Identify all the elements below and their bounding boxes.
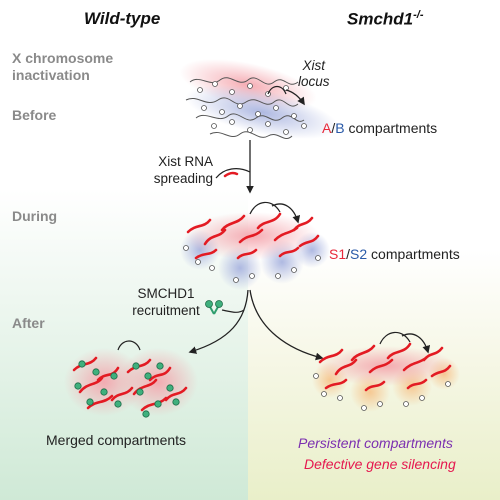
wild-type-header: Wild-type bbox=[84, 9, 161, 28]
xist-rna-coating bbox=[72, 356, 188, 412]
smchd1-dimer-icon bbox=[205, 300, 223, 315]
s1-compartment-label: S1 bbox=[329, 246, 347, 262]
persistent-compartments-label: Persistent compartments bbox=[298, 435, 453, 451]
stage-label-xci: X chromosome inactivation bbox=[12, 50, 113, 84]
smchd1-connector bbox=[221, 309, 245, 313]
merged-loop bbox=[117, 340, 141, 351]
ab-compartments-text: compartments bbox=[344, 120, 438, 136]
xist-locus-label: Xist locus bbox=[298, 58, 330, 90]
b-compartment-halo bbox=[185, 85, 339, 139]
stage-label-xci-line2: inactivation bbox=[12, 67, 90, 83]
persistent-loop-arrow bbox=[401, 333, 431, 354]
smchd1-recruitment-label: SMCHD1 recruitment bbox=[126, 285, 206, 319]
xist-locus-label-line1: Xist bbox=[302, 58, 326, 73]
stage-label-xci-line1: X chromosome bbox=[12, 50, 114, 66]
s-compartments-text: compartments bbox=[367, 246, 460, 262]
arrow-to-mutant bbox=[249, 289, 324, 361]
defective-gene-silencing-label: Defective gene silencing bbox=[304, 456, 456, 472]
persistent-loop bbox=[379, 331, 411, 345]
ab-separator: / bbox=[331, 120, 336, 136]
b-compartment-letter: B bbox=[335, 120, 345, 136]
stage-label-during: During bbox=[12, 208, 58, 224]
wild-type-merged-chromosome bbox=[64, 340, 198, 418]
smchd1-label-line1: SMCHD1 bbox=[137, 286, 195, 301]
mutant-persistent-chromosome bbox=[312, 331, 460, 412]
s-compartments-label: S1/S2 compartments bbox=[329, 246, 460, 262]
xist-locus-label-line2: locus bbox=[298, 74, 330, 89]
during-loop-arrow bbox=[271, 203, 301, 224]
smchd1-proteins bbox=[74, 360, 180, 418]
mutant-header-superscript: -/- bbox=[413, 9, 424, 21]
s2-compartment-label: S2 bbox=[350, 246, 368, 262]
mutant-header-base: Smchd1 bbox=[347, 9, 414, 29]
xist-locus-loop bbox=[267, 85, 287, 95]
ab-compartments-label: A/B compartments bbox=[322, 120, 437, 136]
smchd1-label-line2: recruitment bbox=[132, 303, 200, 318]
nucleosome-beads bbox=[313, 373, 451, 411]
xist-rna-strand-icon bbox=[223, 171, 239, 178]
before-chromosome bbox=[179, 59, 339, 140]
stage-label-before: Before bbox=[12, 107, 57, 123]
chromatin-fiber bbox=[185, 77, 305, 140]
s-separator: / bbox=[346, 246, 351, 262]
arrow-to-wild-type bbox=[188, 289, 249, 354]
xist-rna-coating bbox=[186, 212, 320, 260]
a-compartment-letter: A bbox=[322, 120, 332, 136]
xist-spreading-label-line2: spreading bbox=[153, 171, 213, 186]
xist-locus-arrow bbox=[285, 89, 305, 106]
nucleosome-beads bbox=[197, 81, 307, 135]
xist-spreading-label-line1: Xist RNA bbox=[158, 154, 213, 169]
during-chromosome bbox=[180, 201, 330, 290]
persistent-s1-region bbox=[316, 346, 456, 386]
xist-rna-coating bbox=[318, 342, 452, 392]
merged-compartments-label: Merged compartments bbox=[46, 432, 187, 448]
nucleosome-beads bbox=[183, 245, 321, 283]
during-loop bbox=[249, 201, 281, 215]
mutant-header: Smchd1-/- bbox=[347, 9, 424, 30]
stage-label-after: After bbox=[12, 315, 45, 331]
xist-spreading-label: Xist RNA spreading bbox=[143, 153, 213, 187]
xist-spreading-connector bbox=[215, 168, 251, 179]
